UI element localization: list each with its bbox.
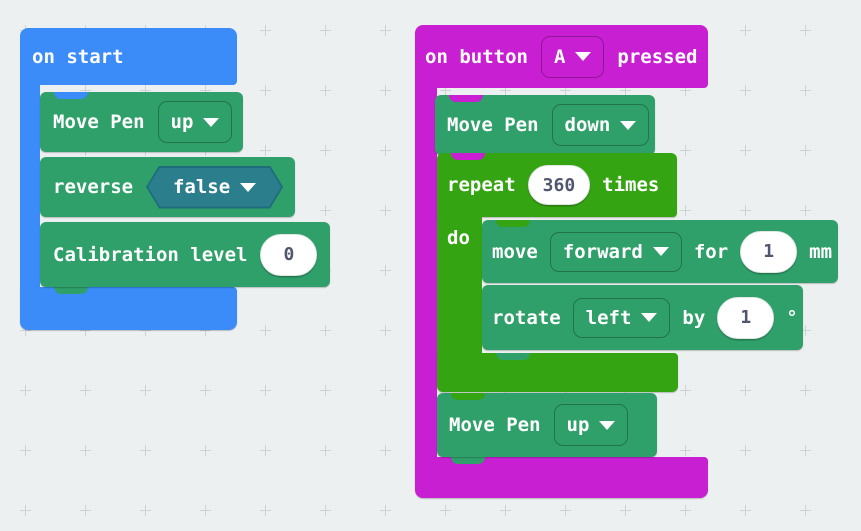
repeat-count-value: 360 [542,174,576,196]
rotate-angle-input[interactable]: 1 [717,296,775,339]
move-pen-label: Move Pen [447,114,539,136]
button-dropdown[interactable]: A [540,35,605,78]
dropdown-arrow-icon [620,120,637,130]
mm-unit-label: mm [809,240,833,263]
reverse-value-dropdown[interactable]: false [146,165,284,209]
on-start-spine[interactable] [20,85,40,287]
dropdown-arrow-icon [203,117,220,127]
repeat-label: repeat [447,174,516,196]
on-start-label: on start [32,45,124,68]
calibration-value: 0 [283,244,295,265]
dropdown-arrow-icon [599,420,616,430]
rotate-block[interactable]: rotate left by 1 ° [482,285,803,350]
pen-direction-dropdown[interactable]: up [157,101,233,143]
move-distance-value: 1 [763,241,775,262]
pen-direction-value: up [566,414,590,436]
on-start-block[interactable]: on start [20,28,237,85]
move-pen-block[interactable]: Move Pen up [437,393,657,457]
move-pen-label: Move Pen [449,414,541,436]
rotate-direction-dropdown[interactable]: left [572,297,671,338]
pressed-label: pressed [617,45,698,68]
degree-unit-label: ° [786,306,798,329]
dropdown-arrow-icon [641,313,658,322]
dropdown-arrow-icon [652,247,669,256]
move-direction-value: forward [562,240,643,263]
for-label: for [693,240,729,263]
on-button-label: on button [425,45,528,68]
on-button-pressed-block[interactable]: on button A pressed [415,25,708,88]
on-start-bottom-bar[interactable] [20,287,237,330]
button-value: A [553,45,566,68]
move-label: move [492,240,538,263]
repeat-block[interactable]: repeat 360 times [437,153,677,217]
by-label: by [682,306,706,329]
on-button-bottom-bar[interactable] [415,457,708,498]
repeat-spine[interactable]: do [437,217,482,353]
on-button-spine[interactable] [415,88,437,457]
move-pen-block[interactable]: Move Pen up [40,92,243,152]
calibration-level-block[interactable]: Calibration level 0 [40,222,330,287]
rotate-label: rotate [492,306,561,329]
pen-direction-value: down [564,114,611,136]
calibration-value-input[interactable]: 0 [260,233,318,276]
pen-direction-value: up [170,111,194,133]
times-label: times [602,174,660,196]
move-pen-label: Move Pen [53,111,145,133]
move-pen-block[interactable]: Move Pen down [435,95,655,155]
do-label: do [447,227,470,249]
move-distance-input[interactable]: 1 [740,230,798,273]
move-direction-dropdown[interactable]: forward [549,231,682,272]
pen-direction-dropdown[interactable]: down [551,104,650,146]
rotate-angle-value: 1 [740,307,752,328]
rotate-direction-value: left [585,306,632,329]
reverse-value: false [172,176,231,198]
repeat-count-input[interactable]: 360 [527,165,591,205]
dropdown-arrow-icon [575,52,592,61]
dropdown-arrow-icon [240,182,257,192]
repeat-bottom-bar[interactable] [437,353,678,392]
reverse-label: reverse [53,176,134,198]
move-block[interactable]: move forward for 1 mm [482,220,838,283]
pen-direction-dropdown[interactable]: up [553,404,629,446]
reverse-block[interactable]: reverse false [40,157,295,217]
calibration-label: Calibration level [53,243,248,266]
